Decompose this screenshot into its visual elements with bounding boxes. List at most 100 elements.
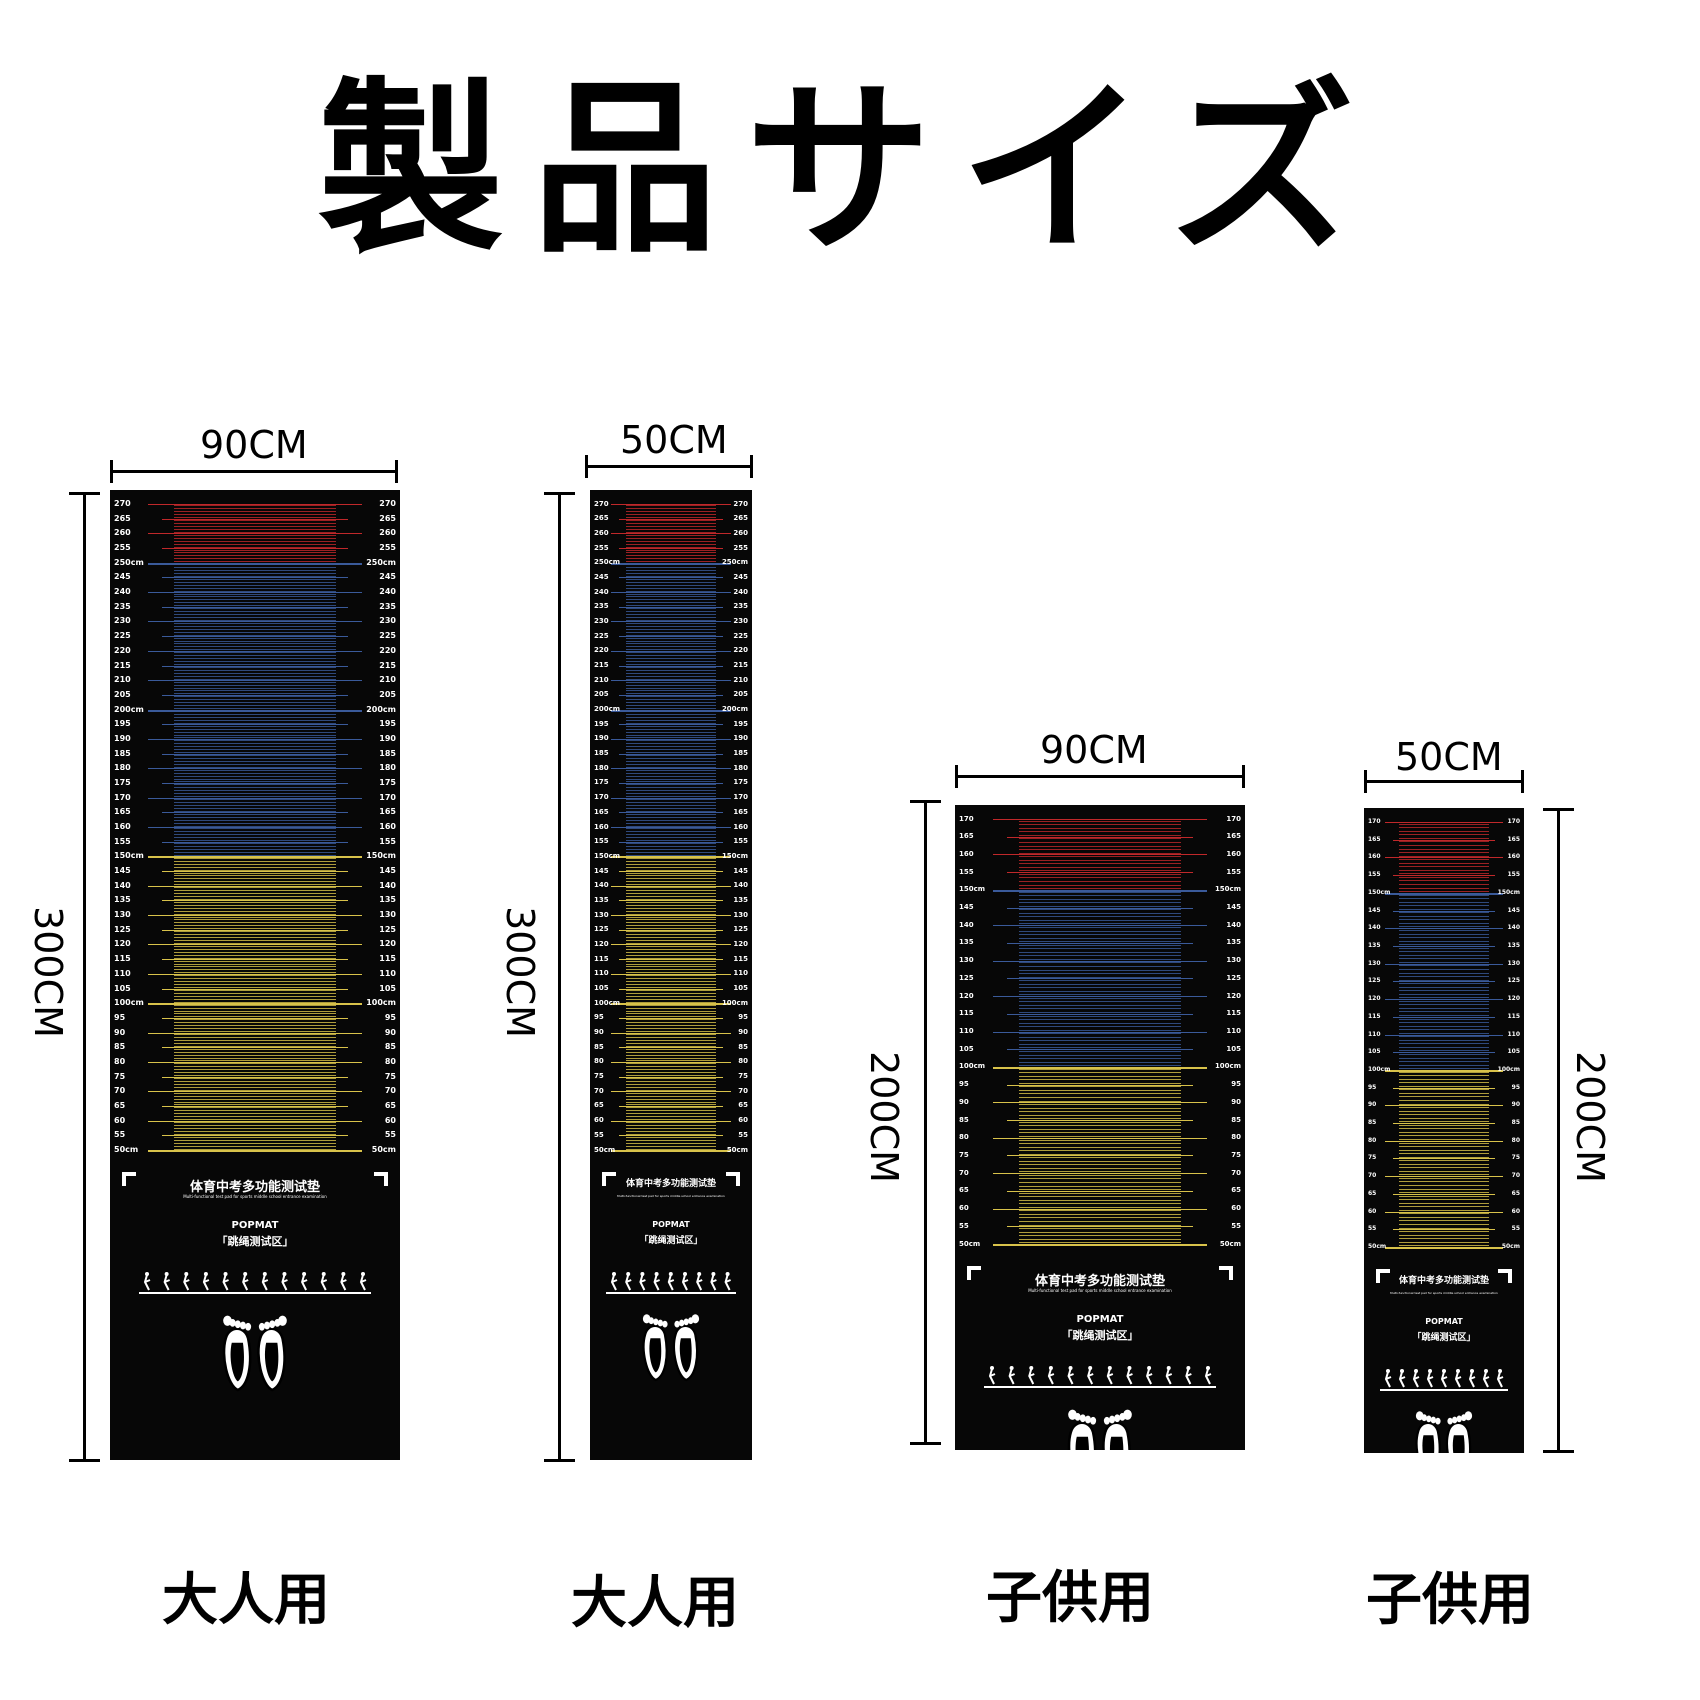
scale-stripe (625, 1110, 717, 1112)
scale-stripe (173, 625, 337, 627)
scale-label-left: 135 (594, 895, 609, 904)
scale-label-left: 140 (114, 880, 131, 890)
scale-tick-line (611, 562, 731, 565)
scale-label-right: 130 (379, 910, 396, 920)
scale-tick-line (1384, 1069, 1504, 1072)
scale-label-right: 195 (379, 719, 396, 729)
scale-tick-line (619, 871, 723, 873)
scale-tick-line (1007, 836, 1193, 838)
height-dimension-tick (544, 492, 575, 495)
scale-tick-line (611, 680, 731, 682)
scale-stripe (625, 1063, 717, 1065)
scale-label-left: 185 (114, 748, 131, 758)
scale-stripe (1018, 955, 1182, 957)
scale-stripe (1399, 869, 1489, 871)
scale-tick-line (611, 709, 731, 712)
scale-label-left: 65 (594, 1101, 604, 1110)
scale-stripe (625, 981, 717, 983)
scale-stripe (1018, 976, 1182, 978)
scale-tick-line (147, 797, 363, 799)
scale-stripe (625, 775, 717, 777)
scale-stripe (173, 599, 337, 601)
scale-label-left: 80 (1368, 1136, 1377, 1144)
scale-stripe (625, 951, 717, 953)
scale-label-right: 90 (384, 1027, 396, 1037)
scale-label-right: 50cm (726, 1145, 748, 1154)
scale-stripe (1018, 1047, 1182, 1049)
scale-stripe (173, 913, 337, 915)
scale-tick-line (147, 621, 363, 623)
scale-stripe (625, 992, 717, 994)
scale-tick-line (147, 1032, 363, 1034)
scale-label-right: 170 (733, 793, 748, 802)
scale-stripe (1399, 993, 1489, 995)
scale-stripe (1399, 958, 1489, 960)
scale-stripe (1399, 883, 1489, 885)
scale-stripe (173, 1048, 337, 1050)
scale-label-left: 80 (959, 1133, 969, 1142)
scale-stripe (1018, 916, 1182, 918)
scale-stripe (173, 669, 337, 671)
scale-stripe (625, 972, 717, 974)
scale-stripe (173, 655, 337, 657)
scale-stripe (625, 1036, 717, 1038)
scale-label-right: 235 (379, 601, 396, 611)
scale-stripe (173, 945, 337, 947)
scale-label-left: 85 (114, 1042, 126, 1052)
scale-stripe (1399, 1241, 1489, 1243)
scale-stripe (173, 734, 337, 736)
scale-stripe (1018, 919, 1182, 921)
scale-stripe (1018, 1150, 1182, 1152)
width-label: 90CM (1040, 728, 1148, 772)
scale-label-right: 245 (379, 572, 396, 582)
scale-stripe (625, 725, 717, 727)
scale-label-left: 125 (959, 973, 974, 982)
scale-stripe (625, 804, 717, 806)
scale-stripe (1399, 1092, 1489, 1094)
scale-stripe (1018, 909, 1182, 911)
scale-stripe (1399, 1117, 1489, 1119)
scale-stripe (625, 713, 717, 715)
scale-label-left: 80 (594, 1057, 604, 1066)
scale-tick-line (619, 1047, 723, 1049)
scale-stripe (1018, 824, 1182, 826)
scale-stripe (173, 1101, 337, 1103)
scale-tick-line (992, 819, 1208, 820)
scale-stripe (1399, 1089, 1489, 1091)
scale-label-left: 110 (114, 968, 131, 978)
scale-stripe (625, 790, 717, 792)
scale-label-left: 265 (114, 513, 131, 523)
scale-stripe (1399, 922, 1489, 924)
scale-label-left: 75 (594, 1072, 604, 1081)
scale-stripe (173, 1001, 337, 1003)
scale-label-right: 200cm (721, 705, 748, 714)
scale-stripe (625, 666, 717, 668)
scale-label-left: 120 (594, 939, 609, 948)
scale-stripe (173, 807, 337, 809)
scale-stripe (173, 1125, 337, 1127)
scale-stripe (1399, 944, 1489, 946)
scale-stripe (173, 1010, 337, 1012)
scale-stripe (1018, 1182, 1182, 1184)
scale-stripe (625, 898, 717, 900)
scale-stripe (1399, 880, 1489, 882)
scale-stripe (173, 716, 337, 718)
scale-stripe (173, 1013, 337, 1015)
scale-label-left: 85 (1368, 1119, 1377, 1127)
scale-stripe (173, 825, 337, 827)
scale-stripe (625, 528, 717, 530)
scale-label-left: 110 (959, 1027, 974, 1035)
scale-stripe (173, 810, 337, 812)
scale-stripe (625, 772, 717, 774)
scale-stripe (1018, 895, 1182, 897)
scale-tick-line (619, 841, 723, 843)
scale-tick-line (147, 768, 363, 770)
scale-stripe (173, 937, 337, 939)
scale-stripe (1399, 1245, 1489, 1247)
scale-stripe (1399, 912, 1489, 914)
height-dimension-tick (910, 800, 941, 803)
scale-label-left: 135 (1368, 941, 1381, 949)
scale-tick-line (619, 1076, 723, 1078)
scale-label-right: 85 (1231, 1115, 1241, 1124)
scale-stripe (625, 881, 717, 883)
